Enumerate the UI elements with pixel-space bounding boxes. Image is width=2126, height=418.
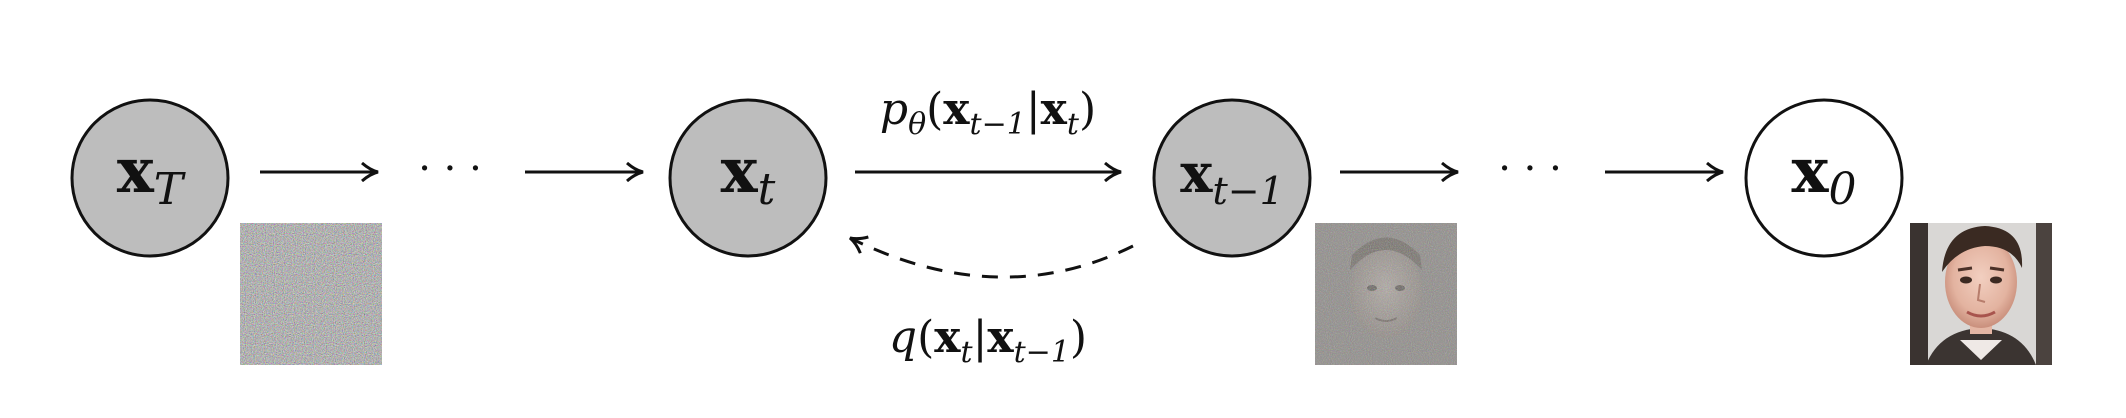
forward-process-label: q(xt|xt−1) <box>889 312 1087 370</box>
node-label-base: x <box>721 134 759 207</box>
thumbnail-clean-face <box>1910 223 2052 365</box>
node-x-t-minus-1: xt−1 <box>1152 98 1312 258</box>
node-x-t: xt <box>668 98 828 258</box>
node-circle <box>1152 98 1312 258</box>
node-label: xt−1 <box>1180 141 1284 213</box>
arrow-forward-process-dashed <box>850 238 1134 279</box>
node-label-subscript: t <box>758 164 776 215</box>
node-label-base: x <box>117 134 155 207</box>
thumbnail-noisy-face <box>1315 223 1457 365</box>
node-label: x0 <box>1792 134 1857 215</box>
node-label-base: x <box>1180 141 1213 205</box>
node-circle <box>1744 98 1904 258</box>
node-label-base: x <box>1792 134 1830 207</box>
node-x-T: xT <box>70 98 230 258</box>
thumbnail-pure-noise <box>240 223 382 365</box>
node-label-subscript: 0 <box>1828 164 1856 215</box>
ellipsis-left: · · · <box>418 146 482 192</box>
node-label: xt <box>721 134 776 215</box>
node-x-0: x0 <box>1744 98 1904 258</box>
node-circle <box>668 98 828 258</box>
node-label-subscript: t−1 <box>1212 169 1283 213</box>
node-label-subscript: T <box>154 164 187 215</box>
ellipsis-right: · · · <box>1498 146 1562 192</box>
node-circle <box>70 98 230 258</box>
node-label: xT <box>117 134 187 215</box>
reverse-process-label: pθ(xt−1|xt) <box>880 84 1096 142</box>
